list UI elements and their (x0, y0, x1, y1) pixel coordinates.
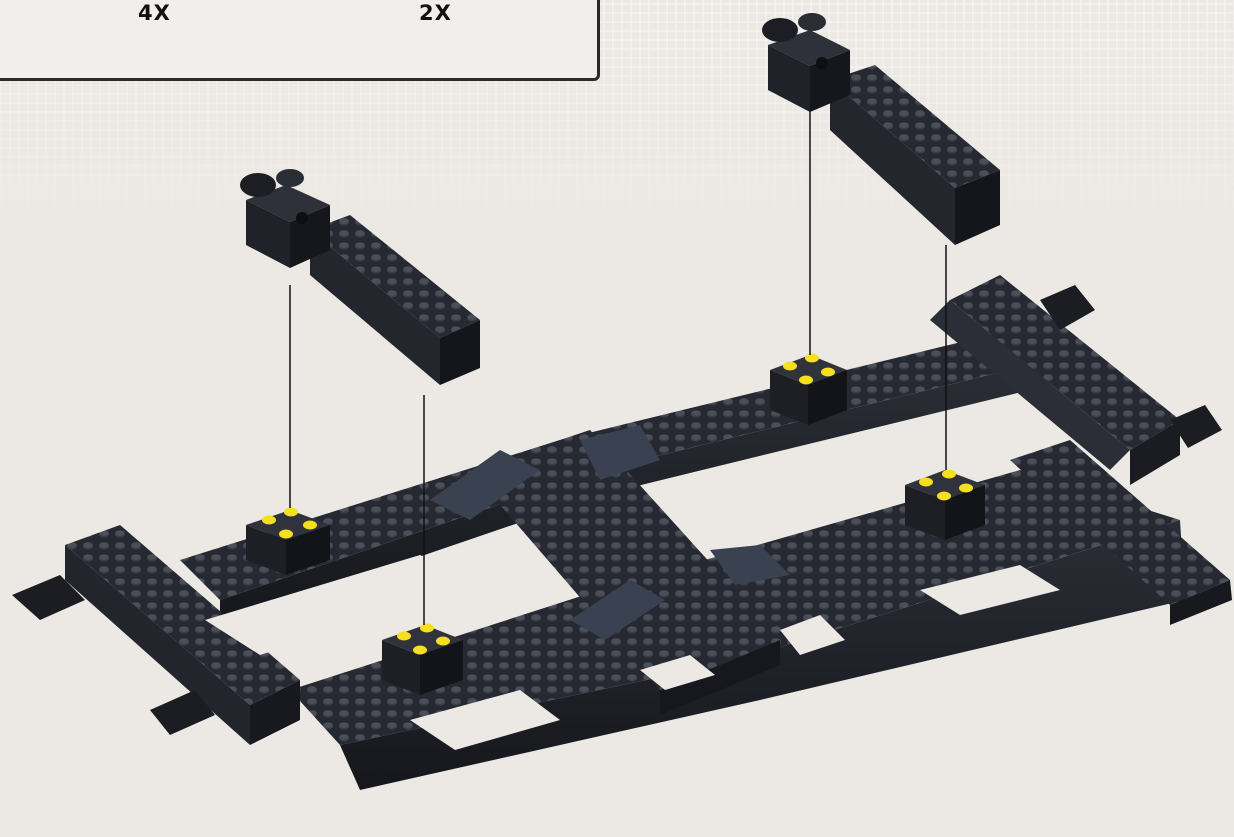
brick-with-connector-icon (240, 169, 480, 385)
chassis-frame-icon (12, 275, 1232, 790)
brick-with-connector-icon (762, 13, 1000, 245)
target-stud-marker (905, 470, 985, 541)
target-stud-marker (770, 354, 847, 426)
